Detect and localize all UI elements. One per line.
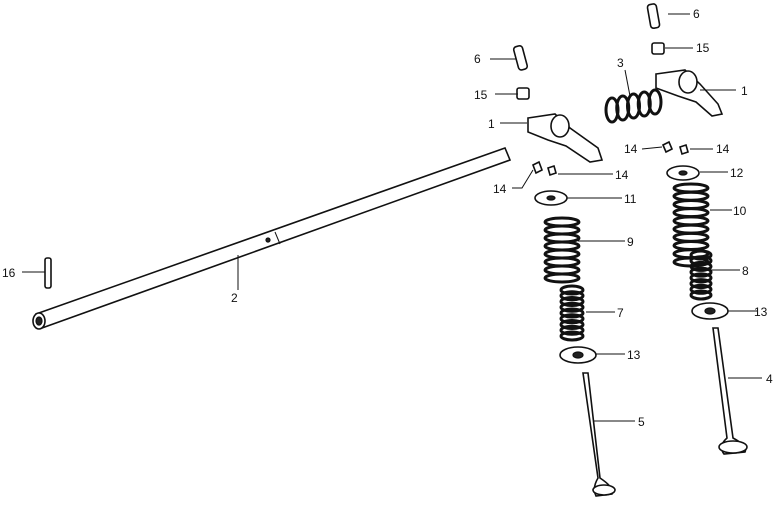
lock-nut-right bbox=[651, 42, 665, 55]
spring-coil bbox=[559, 290, 585, 302]
callout-label: 13 bbox=[627, 348, 641, 362]
spring-coil bbox=[689, 255, 713, 267]
valve-cotters-left bbox=[531, 160, 557, 177]
intake-valve bbox=[582, 372, 616, 497]
spring-coil bbox=[689, 260, 713, 272]
spring-retainer-right bbox=[666, 165, 700, 181]
rocker-arm-left bbox=[527, 113, 604, 163]
callout-label: 9 bbox=[627, 235, 634, 249]
callout-label: 14 bbox=[493, 182, 507, 196]
callout-label: 6 bbox=[474, 52, 481, 66]
outer-spring-left bbox=[543, 216, 581, 284]
spring-coil bbox=[689, 266, 713, 278]
lock-nut-left bbox=[516, 87, 530, 100]
spring-seat-right bbox=[691, 302, 729, 320]
callout-label: 5 bbox=[638, 415, 645, 429]
spring-coil bbox=[689, 249, 713, 261]
callout-label: 12 bbox=[730, 166, 744, 180]
callout-label: 4 bbox=[766, 372, 773, 386]
callout-label: 15 bbox=[474, 88, 488, 102]
callout-label: 1 bbox=[741, 84, 748, 98]
callout-label: 2 bbox=[231, 291, 238, 305]
callout-label: 13 bbox=[754, 305, 768, 319]
callout-label: 1 bbox=[488, 117, 495, 131]
spring-coil bbox=[559, 301, 585, 313]
rocker-arm-right bbox=[655, 69, 724, 117]
callout-label: 11 bbox=[624, 192, 637, 206]
spring-seat-left bbox=[559, 346, 597, 364]
spring-coil bbox=[559, 307, 585, 319]
callout-label: 16 bbox=[2, 266, 16, 280]
spring-coil bbox=[559, 319, 585, 330]
spring-retainer-left bbox=[534, 190, 568, 206]
callout-label: 3 bbox=[617, 56, 624, 70]
dowel-pin bbox=[44, 257, 52, 289]
callout-label: 6 bbox=[693, 7, 700, 21]
wave-washer bbox=[604, 88, 663, 124]
adjusting-screw-left bbox=[512, 44, 529, 71]
spring-coil bbox=[559, 284, 585, 296]
spring-coil bbox=[559, 324, 585, 336]
spring-coil bbox=[543, 272, 581, 284]
spring-coil bbox=[689, 283, 713, 295]
callout-label: 15 bbox=[696, 41, 710, 55]
callout-label: 7 bbox=[617, 306, 624, 320]
callout-label: 14 bbox=[615, 168, 629, 182]
inner-spring-right bbox=[689, 249, 713, 301]
spring-coil bbox=[689, 278, 713, 290]
exhaust-valve bbox=[712, 327, 748, 455]
callout-label: 14 bbox=[716, 142, 730, 156]
adjusting-screw-right bbox=[646, 3, 661, 30]
spring-coil bbox=[559, 296, 585, 307]
spring-coil bbox=[559, 313, 585, 325]
spring-coil bbox=[689, 272, 713, 284]
rocker-shaft bbox=[32, 146, 512, 330]
callout-label: 14 bbox=[624, 142, 638, 156]
leader-lines bbox=[22, 13, 762, 422]
valve-cotters-right bbox=[661, 140, 689, 156]
callout-label: 8 bbox=[742, 264, 749, 278]
spring-coil bbox=[647, 88, 663, 116]
inner-spring-left bbox=[559, 284, 585, 342]
callout-label: 10 bbox=[733, 204, 747, 218]
spring-coil bbox=[559, 330, 585, 342]
callout-labels: 1 1 2 3 4 5 6 6 7 8 9 10 11 12 13 13 14 … bbox=[2, 7, 773, 429]
spring-coil bbox=[689, 289, 713, 301]
